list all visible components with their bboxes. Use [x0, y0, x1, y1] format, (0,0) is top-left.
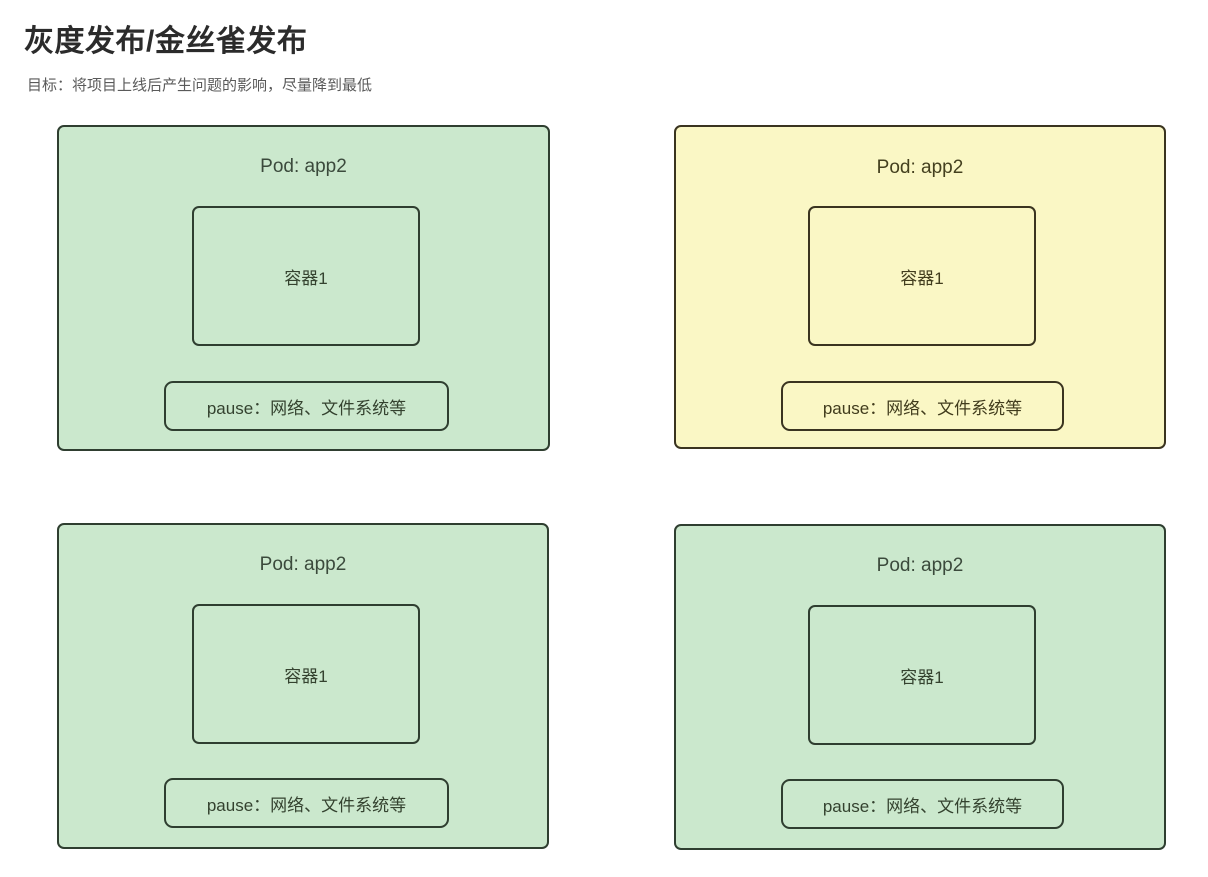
pod-title-label: Pod: app2	[876, 555, 964, 576]
pause-box[interactable]: pause：网络、文件系统等	[781, 381, 1064, 431]
container-box[interactable]: 容器1	[192, 206, 420, 346]
pod-box-top-left[interactable]: Pod: app2 容器1 pause：网络、文件系统等	[57, 125, 550, 451]
pause-box[interactable]: pause：网络、文件系统等	[164, 778, 449, 828]
pod-box-bottom-right[interactable]: Pod: app2 容器1 pause：网络、文件系统等	[674, 524, 1166, 850]
container-label: 容器1	[900, 268, 944, 288]
pod-box-top-right[interactable]: Pod: app2 容器1 pause：网络、文件系统等	[674, 125, 1166, 449]
pod-title-label: Pod: app2	[259, 554, 347, 575]
container-box[interactable]: 容器1	[192, 604, 420, 744]
pod-title-label: Pod: app2	[876, 157, 964, 178]
pause-label: pause：网络、文件系统等	[206, 795, 407, 815]
container-box[interactable]: 容器1	[808, 206, 1036, 346]
pod-title-label: Pod: app2	[260, 156, 347, 177]
page-title: 灰度发布/金丝雀发布	[24, 25, 308, 58]
container-box[interactable]: 容器1	[808, 605, 1036, 745]
pod-box-bottom-left[interactable]: Pod: app2 容器1 pause：网络、文件系统等	[57, 523, 549, 849]
pause-label: pause：网络、文件系统等	[206, 398, 407, 418]
pause-box[interactable]: pause：网络、文件系统等	[164, 381, 449, 431]
container-label: 容器1	[284, 666, 328, 686]
page-subtitle: 目标：将项目上线后产生问题的影响，尽量降到最低	[27, 77, 373, 94]
pause-label: pause：网络、文件系统等	[822, 398, 1023, 418]
container-label: 容器1	[900, 667, 944, 687]
pause-box[interactable]: pause：网络、文件系统等	[781, 779, 1064, 829]
container-label: 容器1	[284, 268, 328, 288]
pause-label: pause：网络、文件系统等	[822, 796, 1023, 816]
